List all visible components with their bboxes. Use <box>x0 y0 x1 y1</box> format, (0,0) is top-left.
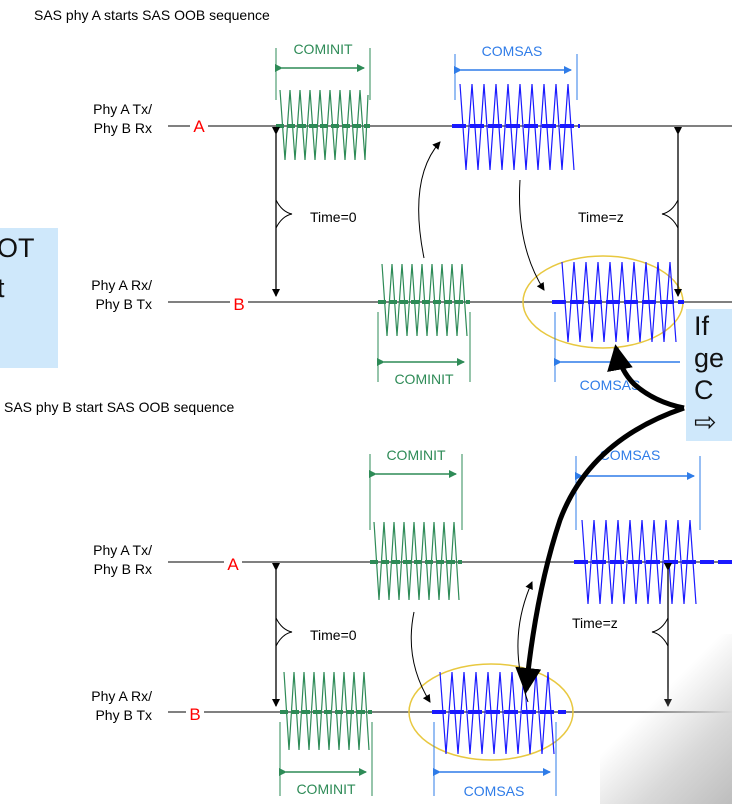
comsas-burst-top-tx <box>452 83 580 171</box>
cominit-label-top-rx: COMINIT <box>394 371 454 387</box>
lane-label-rx-2b: Phy B Tx <box>95 707 152 723</box>
comsas-burst-bottom-rx <box>432 671 566 755</box>
timez-label-bottom: Time=z <box>572 615 618 631</box>
comsas-label-bottom: COMSAS <box>600 447 661 463</box>
response-arc-top-1 <box>418 141 441 259</box>
response-arc-top-2 <box>519 179 545 291</box>
comsas-burst-top-rx <box>552 261 684 343</box>
bottom-diagram: Phy A Tx/ Phy B Rx Phy A Rx/ Phy B Tx A … <box>91 446 732 799</box>
left-callout-line-1: OT <box>0 233 35 263</box>
comsas-burst-bottom-tx <box>574 519 732 605</box>
marker-b: B <box>233 295 244 314</box>
comsas-label-bottom-rx: COMSAS <box>464 783 525 799</box>
comsas-highlight-bottom <box>408 663 574 761</box>
right-callout-note: If ge C ⇨ <box>686 309 732 441</box>
response-arc-bottom-1 <box>410 611 431 703</box>
lane-label-rx-1: Phy A Rx/ <box>91 277 152 293</box>
lane-label-tx-2: Phy B Rx <box>94 120 152 136</box>
marker-a-b: A <box>227 555 239 574</box>
lane-label-tx-2b: Phy B Rx <box>94 561 152 577</box>
corner-image-fragment <box>600 634 732 804</box>
cominit-label-bottom-rx: COMINIT <box>296 781 356 797</box>
timez-label-top: Time=z <box>578 209 624 225</box>
cominit-burst-top-tx <box>276 89 370 161</box>
top-diagram: Phy A Tx/ Phy B Rx Phy A Rx/ Phy B Tx A … <box>91 40 732 393</box>
lane-label-rx-2: Phy B Tx <box>95 296 152 312</box>
caption-bottom: SAS phy B start SAS OOB sequence <box>4 399 235 415</box>
right-callout-line-3: C <box>694 375 714 405</box>
right-callout-line-1: If <box>694 311 710 341</box>
caption-top: SAS phy A starts SAS OOB sequence <box>34 7 270 23</box>
cominit-burst-bottom-rx <box>280 671 372 751</box>
comsas-label-top-rx: COMSAS <box>580 377 641 393</box>
left-callout-line-3: t <box>0 273 5 303</box>
lane-label-tx-1b: Phy A Tx/ <box>93 542 152 558</box>
comsas-label-top: COMSAS <box>482 43 543 59</box>
cominit-label-top: COMINIT <box>293 41 353 57</box>
marker-b-b: B <box>189 705 200 724</box>
left-callout-note: OT t <box>0 228 58 368</box>
right-callout-line-4: ⇨ <box>694 407 717 437</box>
time0-label-top: Time=0 <box>310 209 357 225</box>
lane-label-rx-1b: Phy A Rx/ <box>91 688 152 704</box>
marker-a: A <box>193 117 205 136</box>
cominit-label-bottom: COMINIT <box>386 447 446 463</box>
time0-label-bottom: Time=0 <box>310 627 357 643</box>
right-callout-line-2: ge <box>694 343 725 373</box>
cominit-burst-bottom-tx <box>370 521 462 601</box>
lane-label-tx-1: Phy A Tx/ <box>93 101 152 117</box>
callout-arrow-down <box>515 405 685 694</box>
callout-arrow-up <box>607 344 685 411</box>
cominit-burst-top-rx <box>378 263 470 337</box>
